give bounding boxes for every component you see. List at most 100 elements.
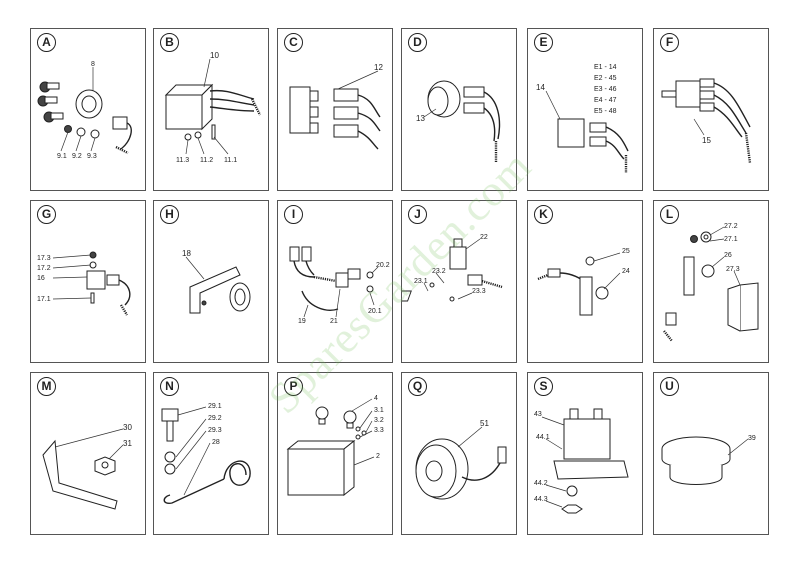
callout-label: 11.2 [200,157,213,164]
callout-label: 20.1 [368,308,382,315]
plunger-switch-drawing: 25 24 [537,248,630,316]
callout-label: 24 [622,268,630,275]
panel-letter: G [37,205,56,224]
switch-body [449,246,467,270]
washer-9-2 [76,127,86,137]
callout-label: 13 [416,114,425,123]
panel-l: L 27.2 27.1 26 27.3 [653,200,769,363]
callout-label: 14 [536,83,545,92]
cap-drawing: 39 [661,435,756,485]
panel-letter: C [284,33,303,52]
callout-label: 2 [376,453,380,460]
panel-c: C 12 [277,28,393,191]
callout-label: 19 [298,318,306,325]
callout-label: 29.3 [208,427,222,434]
keys [37,81,64,123]
switch-body [289,86,311,134]
callout-label: 29.2 [208,415,222,422]
callout-label: 43 [534,411,542,418]
variant-list-item: E2 - 45 [594,75,617,82]
relay-body [86,270,106,290]
panel-s: S 43 44.1 44.2 44.3 [527,372,643,535]
safety-switch-drawing: 22 23.2 23.1 23.3 [402,234,503,302]
relay-body [165,94,203,130]
fuse-holder-drawing: 20.2 19 21 20.1 [289,246,390,325]
callout-label: 10 [210,51,219,60]
solenoid-drawing: 43 44.1 44.2 44.3 [534,408,629,514]
panel-a: A 8 9.1 9.2 9.3 [30,28,146,191]
panel-q: Q 51 [401,372,517,535]
spring-and-bolt-drawing: 29.1 29.2 29.3 28 [161,403,251,505]
callout-label: 23.1 [414,278,428,285]
callout-label: 18 [182,249,191,258]
panel-letter: F [660,33,679,52]
callout-label: 27.1 [724,236,738,243]
washer [585,256,595,266]
relay-with-fasteners-drawing: 17.3 17.2 16 17.1 [37,251,131,316]
switch-block-drawing: 12 [289,63,383,150]
panel-letter: D [408,33,427,52]
panel-e: E E1 - 14 E2 - 45 E3 - 46 E4 - 47 E5 - 4… [527,28,643,191]
callout-label: 20.2 [376,262,390,269]
panel-letter: A [37,33,56,52]
variant-list-item: E4 - 47 [594,97,617,104]
panel-letter: M [37,377,56,396]
panel-m: M 30 31 [30,372,146,535]
toggle-switch-drawing: E1 - 14 E2 - 45 E3 - 46 E4 - 47 E5 - 48 … [536,64,629,173]
panel-letter: B [160,33,179,52]
panel-letter: Q [408,377,427,396]
callout-label: 8 [91,61,95,68]
panel-b: B 10 11.3 11.2 11.1 [153,28,269,191]
panel-h: H 18 [153,200,269,363]
ignition-key-switch-drawing: 8 9.1 9.2 9.3 [37,61,132,160]
callout-label: 27.2 [724,223,738,230]
callout-label: 25 [622,248,630,255]
variant-list-item: E1 - 14 [594,64,617,71]
callout-label: 3.2 [374,417,384,424]
callout-label: 39 [748,435,756,442]
plate [42,439,118,510]
callout-label: 28 [212,439,220,446]
callout-label: 22 [480,234,488,241]
callout-label: 21 [330,318,338,325]
callout-label: 12 [374,63,383,72]
callout-label: 17.1 [37,296,51,303]
callout-label: 51 [480,419,489,428]
switch-body [675,80,701,108]
callout-label: 17.2 [37,265,51,272]
panel-letter: S [534,377,553,396]
panel-u: U 39 [653,372,769,535]
callout-label: 44.1 [536,434,550,441]
battery-body [287,448,345,496]
callout-label: 30 [123,423,132,432]
panel-letter: I [284,205,303,224]
callout-label: 44.3 [534,496,548,503]
callout-label: 4 [374,395,378,402]
panel-letter: H [160,205,179,224]
bracket [189,266,241,314]
panel-letter: L [660,205,679,224]
panel-g: G 17.3 17.2 16 17.1 [30,200,146,363]
callout-label: 9.2 [72,153,82,160]
callout-label: 29.1 [208,403,222,410]
callout-label: 26 [724,252,732,259]
battery-and-bulbs-drawing: 4 3.1 3.2 3.3 2 [286,395,384,497]
panel-n: N 29.1 29.2 29.3 28 [153,372,269,535]
callout-label: 9.1 [57,153,67,160]
callout-label: 17.3 [37,255,51,262]
panel-letter: U [660,377,679,396]
panel-letter: E [534,33,553,52]
washer-9-1 [64,125,72,133]
switch-body [557,118,585,148]
toggle-switch-wired-drawing: 15 [661,78,752,164]
callout-label: 16 [37,275,45,282]
relay-drawing: 10 11.3 11.2 11.1 [164,51,262,164]
panel-d: D 13 [401,28,517,191]
callout-label: 11.3 [176,157,189,164]
mounting-flange [553,460,629,480]
callout-label: 27.3 [726,266,740,273]
callout-label: 15 [702,136,711,145]
bolt-head [161,408,179,422]
callout-label: 44.2 [534,480,548,487]
